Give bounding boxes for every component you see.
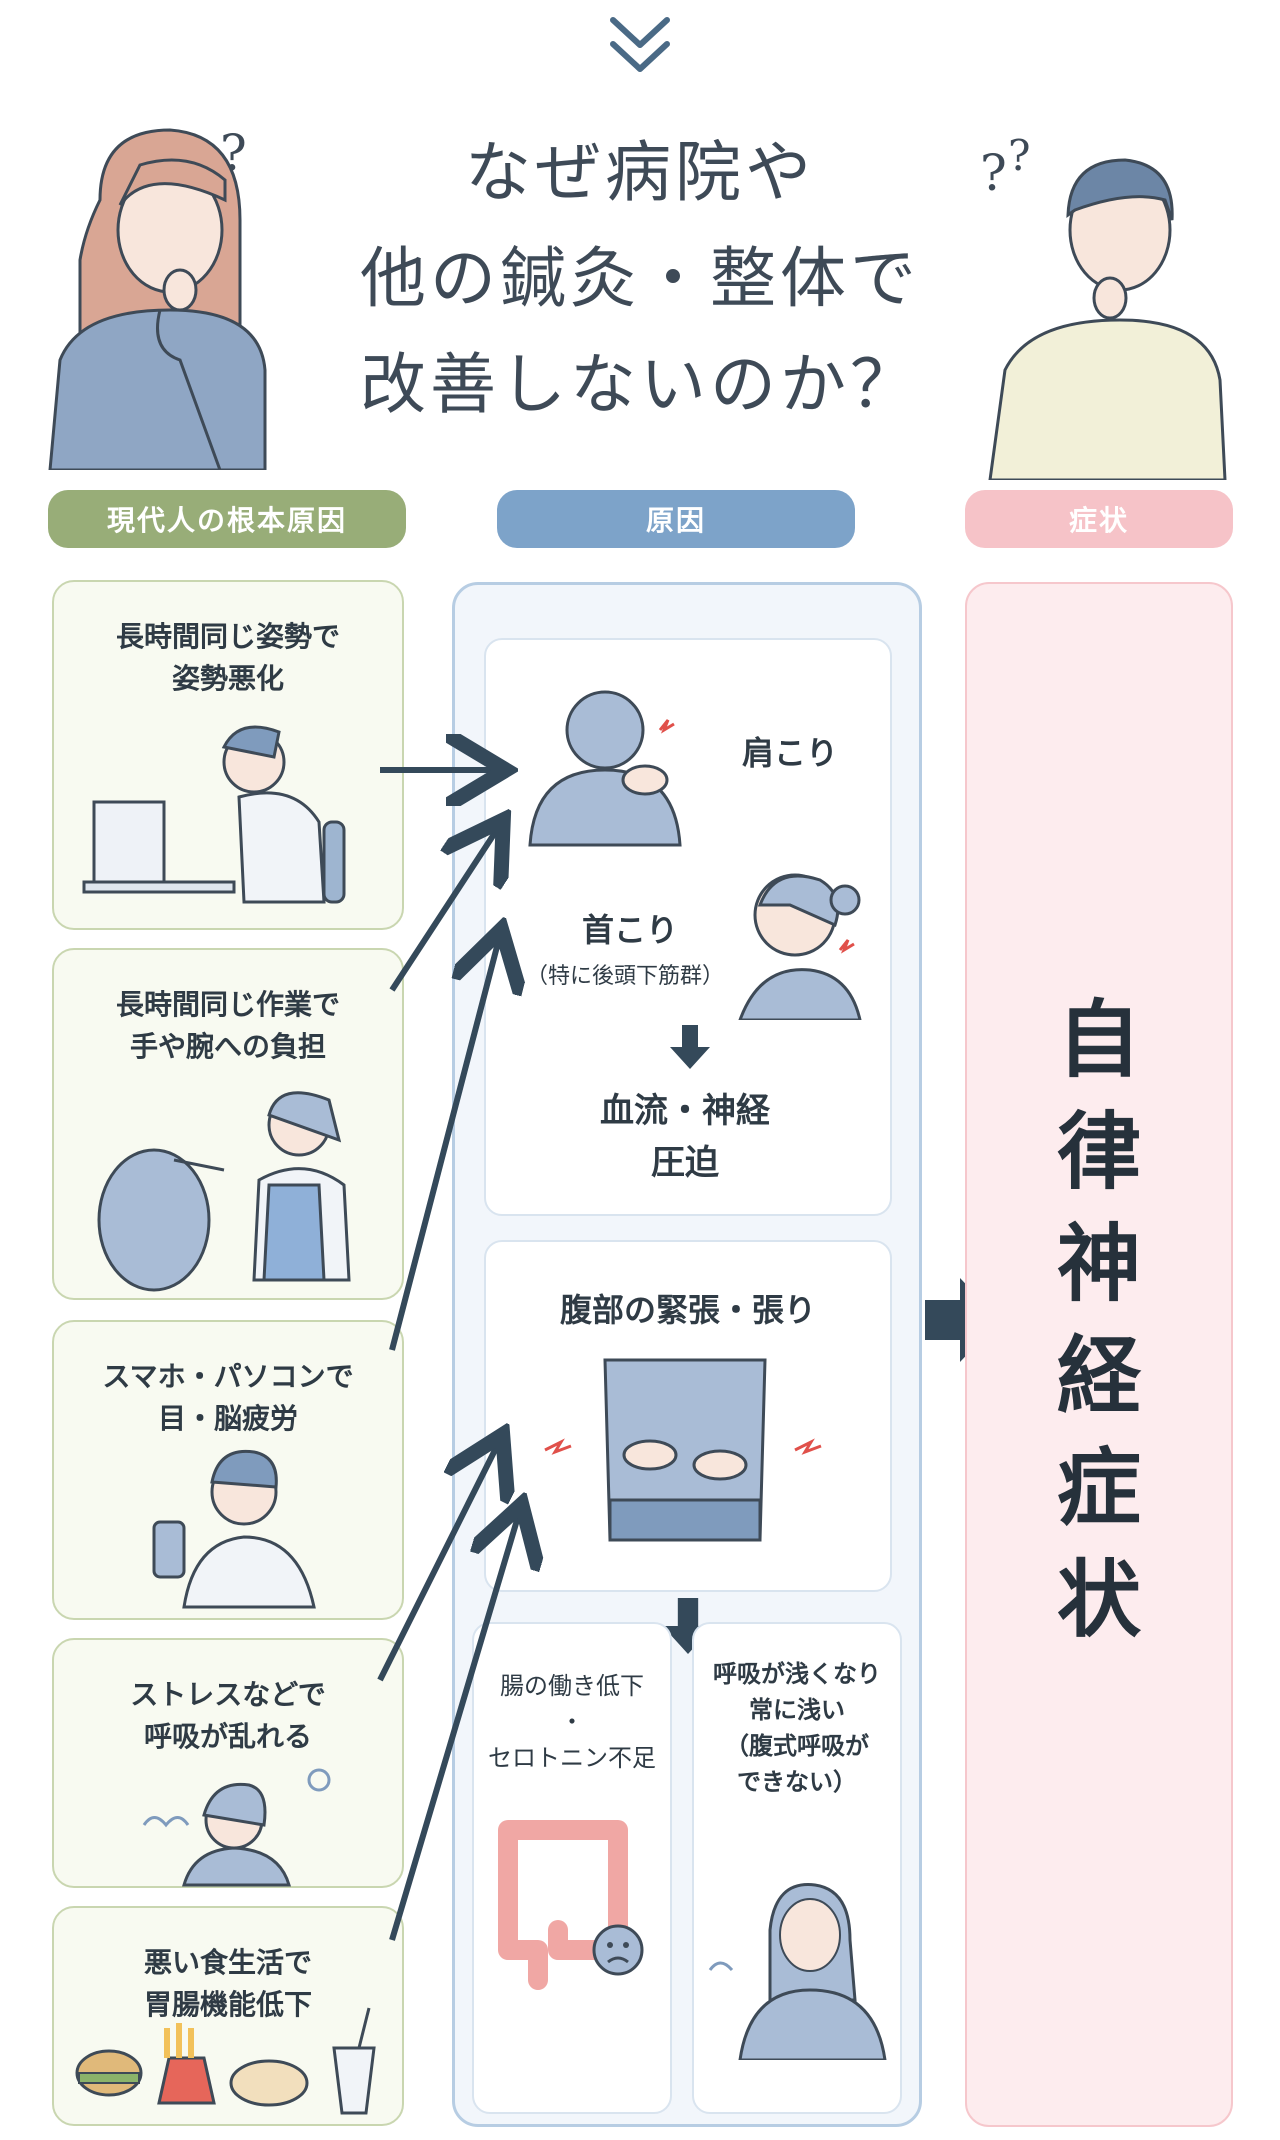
root-cause-text: 悪い食生活で 胃腸機能低下	[143, 1946, 312, 2021]
root-cause-card-posture: 長時間同じ姿勢で 姿勢悪化	[52, 580, 404, 930]
intestine-icon	[498, 1820, 644, 1990]
abdomen-tension-icon	[544, 1358, 822, 1542]
root-cause-text: 長時間同じ姿勢で 姿勢悪化	[115, 620, 340, 695]
smartphone-user-icon	[152, 1449, 316, 1609]
svg-text:?: ?	[980, 144, 1007, 202]
header-root-causes: 現代人の根本原因	[48, 490, 406, 548]
root-cause-text: スマホ・パソコンで 目・脳疲労	[102, 1360, 354, 1435]
arrow-work-shoulder	[389, 825, 500, 992]
shoulder-label: 肩こり	[741, 734, 838, 772]
header-causes: 原因	[497, 490, 855, 548]
symptom-column: 自 律 神 経 症 状	[965, 582, 1233, 2127]
chevron-down-icon	[610, 17, 670, 72]
root-cause-card-diet: 悪い食生活で 胃腸機能低下	[52, 1906, 404, 2126]
title-line-2: 他の鍼灸・整体で	[360, 240, 920, 317]
hairdresser-icon	[97, 1091, 351, 1292]
breath-label: 呼吸が浅くなり 常に浅い （腹式呼吸が できない）	[713, 1660, 881, 1796]
arrow-diet-abdomen	[389, 1510, 520, 1941]
title-line-1: なぜ病院や	[465, 134, 815, 211]
neck-note: （特に後頭下筋群）	[525, 964, 724, 989]
gut-label: 腸の働き低下 ・ セロトニン不足	[488, 1672, 656, 1772]
thinking-woman-icon: ?	[48, 124, 267, 470]
shallow-breathing-icon	[708, 1883, 887, 2060]
shoulder-pain-icon	[528, 690, 682, 847]
page-title: なぜ病院や 他の鍼灸・整体で 改善しないのか？	[260, 120, 1020, 438]
svg-text:?: ?	[1008, 131, 1031, 180]
root-cause-card-work: 長時間同じ作業で 手や腕への負担	[52, 948, 404, 1300]
root-cause-text: 長時間同じ作業で 手や腕への負担	[115, 988, 340, 1063]
cause-card-gut	[472, 1622, 672, 2114]
arrow-eye-neck	[389, 935, 500, 1351]
neck-label: 首こり	[581, 911, 678, 949]
stressed-breathing-icon	[142, 1768, 331, 1887]
arrow-to-symptoms	[925, 1278, 1000, 1362]
abdomen-label: 腹部の緊張・張り	[559, 1291, 816, 1329]
root-cause-card-eye-strain: スマホ・パソコンで 目・脳疲労	[52, 1320, 404, 1620]
down-arrow-icon	[670, 1025, 710, 1069]
arrow-stress-abdomen	[377, 1440, 500, 1682]
symptom-text: 自 律 神 経 症 状	[1056, 991, 1141, 1649]
root-cause-text: ストレスなどで 呼吸が乱れる	[130, 1678, 326, 1753]
compression-label: 血流・神経 圧迫	[600, 1091, 770, 1183]
thinking-man-icon: ? ?	[980, 131, 1227, 480]
title-line-3: 改善しないのか？	[360, 346, 920, 423]
root-cause-card-stress: ストレスなどで 呼吸が乱れる	[52, 1638, 404, 1888]
laptop-worker-icon	[82, 725, 346, 904]
neck-pain-icon	[738, 873, 862, 1020]
junk-food-icon	[75, 2007, 376, 2115]
header-symptoms: 症状	[965, 490, 1233, 548]
